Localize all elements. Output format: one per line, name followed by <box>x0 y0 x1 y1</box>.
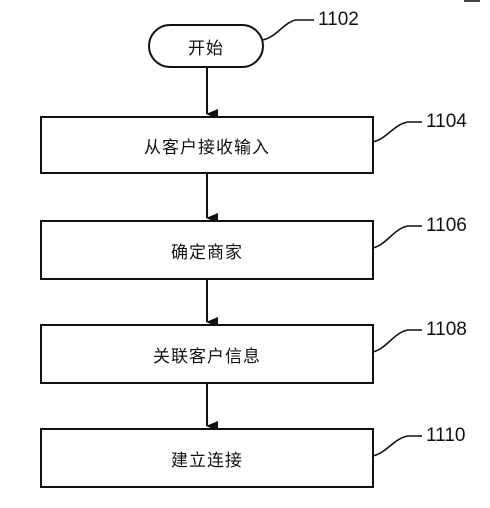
process-step-label: 确定商家 <box>171 242 243 263</box>
leader-line-step-3 <box>371 329 422 353</box>
process-step-associate-customer-info: 关联客户信息 <box>40 324 374 384</box>
leader-line-step-1 <box>371 121 422 143</box>
ref-number-step-1: 1104 <box>426 111 467 132</box>
leader-line-step-2 <box>371 225 422 249</box>
ref-number-start: 1102 <box>318 9 359 30</box>
process-step-label: 建立连接 <box>171 450 243 471</box>
scan-corner-mark <box>464 0 480 7</box>
ref-number-step-3: 1108 <box>426 319 467 340</box>
process-step-label: 关联客户信息 <box>153 346 261 367</box>
process-step-establish-connection: 建立连接 <box>40 428 374 488</box>
process-step-determine-merchant: 确定商家 <box>40 220 374 280</box>
process-step-receive-input: 从客户接收输入 <box>40 116 374 174</box>
start-node: 开始 <box>148 24 264 68</box>
leader-line-step-4 <box>371 435 422 457</box>
start-node-label: 开始 <box>188 38 224 59</box>
ref-number-step-4: 1110 <box>426 425 466 446</box>
process-step-label: 从客户接收输入 <box>144 137 270 158</box>
ref-number-step-2: 1106 <box>426 215 467 236</box>
leader-line-start <box>261 19 314 41</box>
